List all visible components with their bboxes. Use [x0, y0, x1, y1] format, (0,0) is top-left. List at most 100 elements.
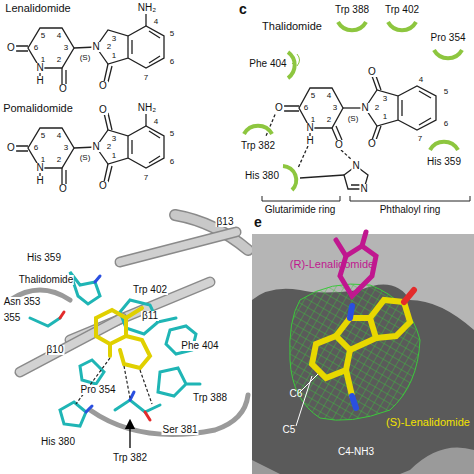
position-number: 2 [106, 43, 112, 51]
oxygen-tips [60, 312, 150, 420]
position-number: 2 [326, 116, 332, 124]
residue-label: His 380 [40, 437, 76, 447]
structure-label: (S) [79, 54, 92, 62]
position-number: 1 [382, 113, 388, 121]
atom-label: H [305, 136, 314, 146]
atom-label: O [58, 184, 68, 194]
atom-label: N [305, 123, 314, 133]
structure-label: Glutarimide ring [264, 205, 337, 215]
atom-label: NH₂ [137, 103, 157, 113]
panel-letter: e [253, 215, 263, 229]
position-number: 1 [111, 52, 117, 60]
lenalidomide-structure [13, 14, 164, 86]
position-number: 2 [106, 143, 112, 151]
hydrogen-bond [266, 110, 352, 168]
molecule-name: (R)-Lenalidomide [289, 259, 375, 270]
structure-label: Phthaloyl ring [379, 205, 442, 215]
atom-label: N [359, 184, 368, 194]
residue-label: Asn 353 [3, 297, 42, 307]
atom-label: N [360, 103, 369, 113]
position-number: 5 [310, 92, 316, 100]
atom-label: O [367, 139, 377, 149]
atom-label: O [98, 105, 108, 115]
structure-label: (S) [347, 115, 360, 123]
residue-label: Trp 402 [132, 285, 168, 295]
position-number: 5 [40, 132, 46, 140]
position-number: 4 [153, 18, 159, 26]
bracket [262, 196, 470, 201]
molecule-name: Thalidomide [18, 275, 74, 285]
residue-label: Trp 388 [334, 5, 370, 15]
residue-label: Trp 382 [112, 453, 148, 463]
structure-label: C4-NH3 [337, 447, 375, 457]
carbonyl-bond [104, 113, 112, 130]
leader-line [296, 374, 318, 426]
pointer-arrow [129, 424, 130, 448]
position-number: 4 [153, 118, 159, 126]
position-number: 3 [382, 95, 388, 103]
position-number: 7 [417, 135, 423, 143]
atom-label: O [367, 67, 377, 77]
position-number: 7 [143, 174, 149, 182]
atom-label: N [35, 63, 44, 73]
position-number: 4 [56, 132, 62, 140]
molecule-name: (S)-Lenalidomide [385, 417, 471, 428]
molecule-name: Lenalidomide [4, 3, 71, 14]
panel-letter: c [238, 2, 248, 16]
atom-label: O [334, 140, 344, 150]
position-number: 6 [443, 120, 449, 128]
position-number: 3 [111, 135, 117, 143]
molecule-name: Thalidomide [261, 21, 323, 32]
position-number: 5 [169, 30, 175, 38]
atom-label: N [91, 42, 100, 52]
residue-label: Pro 354 [79, 385, 116, 395]
thalidomide-structure [283, 76, 436, 189]
structure-label: C6 [289, 389, 304, 399]
position-number: 3 [63, 44, 69, 52]
residue-label: His 359 [26, 253, 62, 263]
atom-label: N [351, 161, 360, 171]
position-number: 6 [169, 58, 175, 66]
hydrogen-bond [76, 358, 152, 404]
position-number: 2 [56, 156, 62, 164]
position-number: 4 [326, 92, 332, 100]
residue-label: 355 [3, 313, 22, 323]
protein-ribbon [10, 215, 248, 435]
atom-label: N [91, 142, 100, 152]
position-number: 1 [111, 152, 117, 160]
position-number: 6 [33, 44, 39, 52]
atom-label: N [35, 163, 44, 173]
structure-label: (S) [79, 154, 92, 162]
atom-label: O [274, 103, 284, 113]
residue-label: Trp 388 [192, 393, 228, 403]
position-number: 6 [303, 104, 309, 112]
atom-label: O [6, 143, 16, 153]
position-number: 5 [40, 32, 46, 40]
atom-label: O [98, 81, 108, 91]
structure-label: β11 [141, 311, 159, 321]
protein-surface [252, 234, 474, 474]
structure-label: C5 [282, 425, 297, 435]
position-number: 7 [143, 74, 149, 82]
position-number: 3 [332, 104, 338, 112]
residue-label: Phe 404 [180, 341, 219, 351]
position-number: 5 [169, 130, 175, 138]
atom-label: O [58, 84, 68, 94]
residue-label: Pro 354 [429, 33, 466, 43]
structure-label: β13 [216, 217, 235, 227]
molecule-name: Pomalidomide [2, 103, 74, 114]
s-lenalidomide-sticks [312, 290, 414, 408]
residue-label: His 380 [244, 171, 280, 181]
atom-label: H [35, 76, 44, 86]
residue-label: Trp 402 [384, 5, 420, 15]
position-number: 4 [56, 32, 62, 40]
density-mesh [290, 284, 420, 420]
residue-label: Phe 404 [248, 59, 287, 69]
structure-label: β10 [46, 345, 65, 355]
atom-label: O [6, 43, 16, 53]
contact-mark [292, 54, 300, 66]
position-number: 2 [374, 104, 380, 112]
residue-label: Trp 382 [240, 141, 276, 151]
